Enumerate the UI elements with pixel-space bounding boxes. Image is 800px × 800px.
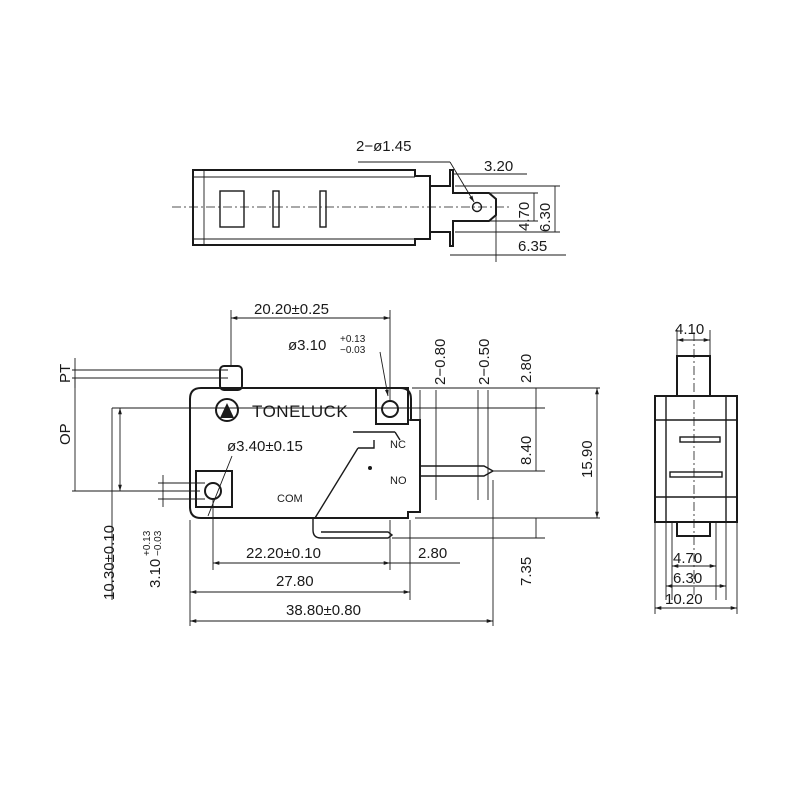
terminal-no-label: NO <box>390 475 407 487</box>
top-width-635: 6.35 <box>518 238 547 255</box>
top-hole-label: 2−ø1.45 <box>356 138 411 155</box>
op-label: OP <box>57 423 74 445</box>
front-dim-2220: 22.20±0.10 <box>246 545 321 562</box>
hole-leader <box>207 455 233 517</box>
top-view: 2−ø1.45 3.20 4.70 6.30 6.35 <box>172 138 566 262</box>
front-hole-upper-label: ø3.10 <box>288 337 326 354</box>
front-dim-840: 8.40 <box>518 436 535 465</box>
top-height-470: 4.70 <box>516 202 533 231</box>
side-terminal <box>420 465 495 477</box>
front-hole-upper-tol-minus: −0.03 <box>340 345 366 356</box>
front-view: TONELUCK NC NO COM 20.20±0.25 ø3.10 +0.1… <box>57 301 600 626</box>
top-slot <box>219 190 245 228</box>
front-dim-280v: 2.80 <box>518 354 535 383</box>
front-hole-lower-label: ø3.40±0.15 <box>227 438 303 455</box>
top-slot <box>319 190 327 228</box>
contact-point <box>368 466 372 470</box>
top-height-630: 6.30 <box>537 203 554 232</box>
terminal-nc-label: NC <box>390 439 406 451</box>
front-dim-280h: 2.80 <box>418 545 447 562</box>
end-terminal <box>676 521 711 537</box>
front-dim-2020: 20.20±0.25 <box>254 301 329 318</box>
front-dim-310-tol-minus: −0.03 <box>153 530 164 556</box>
end-view: 4.10 4.70 6.30 10.20 <box>654 321 738 614</box>
end-width-630: 6.30 <box>673 570 702 587</box>
end-plunger <box>676 355 711 397</box>
front-dim-735: 7.35 <box>518 557 535 586</box>
brand-name: TONELUCK <box>252 402 348 421</box>
front-hole-upper-tol-plus: +0.13 <box>340 334 366 345</box>
brand-logo-icon <box>215 398 239 422</box>
front-dim-080: 2−0.80 <box>432 339 449 385</box>
hole-leader <box>379 351 389 397</box>
front-dim-310-tol-plus: +0.13 <box>142 530 153 556</box>
terminal-com-label: COM <box>277 493 303 505</box>
pt-label: PT <box>57 364 74 383</box>
front-dim-310: 3.10 <box>147 559 164 588</box>
front-mount-hole-upper <box>381 400 399 418</box>
brand-logo-icon <box>220 403 234 418</box>
top-terminal <box>430 169 497 247</box>
end-body-outline <box>654 395 738 523</box>
front-dim-1590: 15.90 <box>579 440 596 478</box>
end-slot <box>679 436 721 443</box>
front-dim-3880: 38.80±0.80 <box>286 602 361 619</box>
front-mount-hole-lower-boss <box>195 470 233 508</box>
internal-actuator <box>314 431 401 519</box>
front-dim-050: 2−0.50 <box>476 339 493 385</box>
top-width-320: 3.20 <box>484 158 513 175</box>
front-mount-hole-upper-boss <box>375 387 409 425</box>
end-width-1020: 10.20 <box>665 591 703 608</box>
end-width-410: 4.10 <box>675 321 704 338</box>
hole-leader <box>449 161 475 203</box>
top-body-outline <box>192 169 431 246</box>
end-slot <box>669 471 723 478</box>
front-dim-1030: 10.30±0.10 <box>101 525 118 600</box>
top-slot <box>272 190 280 228</box>
front-mount-hole-lower <box>204 482 222 500</box>
end-width-470: 4.70 <box>673 550 702 567</box>
com-terminal <box>312 518 394 539</box>
front-dim-2780: 27.80 <box>276 573 314 590</box>
